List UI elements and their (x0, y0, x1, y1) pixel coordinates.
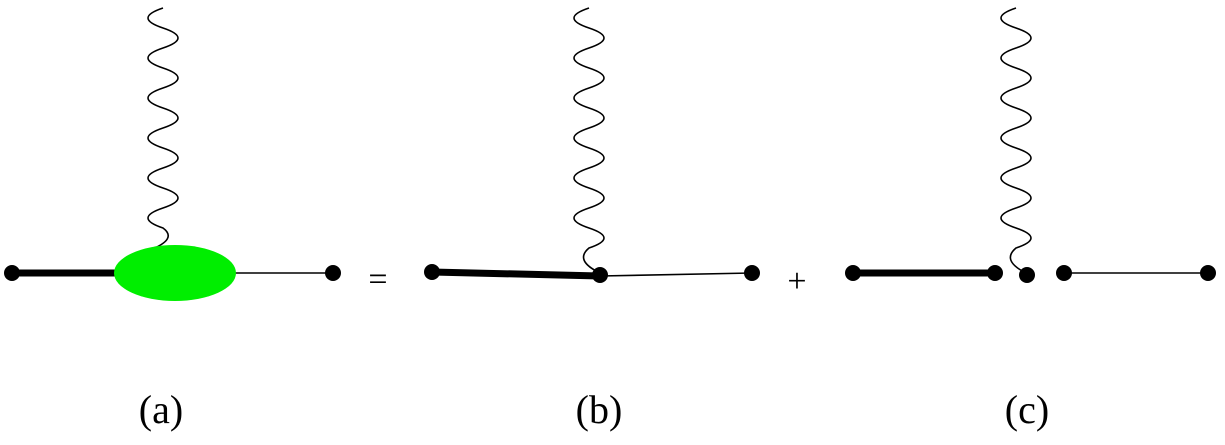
thin-propagator-b (599, 272, 753, 277)
vertex-dot (592, 267, 608, 283)
endpoint-dot (4, 265, 20, 281)
endpoint-dot (325, 265, 341, 281)
panel-c (845, 7, 1216, 283)
panel-a (4, 7, 341, 301)
vertex-blob (114, 245, 236, 301)
thick-propagator-b (431, 268, 601, 280)
panel-label-b: (b) (576, 387, 623, 432)
photon-line-a (147, 7, 179, 251)
endpoint-dot (845, 265, 861, 281)
photon-vertex-dot (1019, 267, 1035, 283)
plus-sign: + (787, 263, 806, 300)
photon-line-b (573, 7, 605, 274)
endpoint-dot (1056, 265, 1072, 281)
panel-label-c: (c) (1005, 387, 1049, 432)
photon-line-c (1000, 7, 1032, 274)
equals-sign: = (368, 261, 387, 298)
panel-label-a: (a) (139, 387, 183, 432)
endpoint-dot (424, 264, 440, 280)
endpoint-dot (744, 265, 760, 281)
endpoint-dot (987, 265, 1003, 281)
endpoint-dot (1200, 265, 1216, 281)
panel-b (424, 7, 760, 283)
